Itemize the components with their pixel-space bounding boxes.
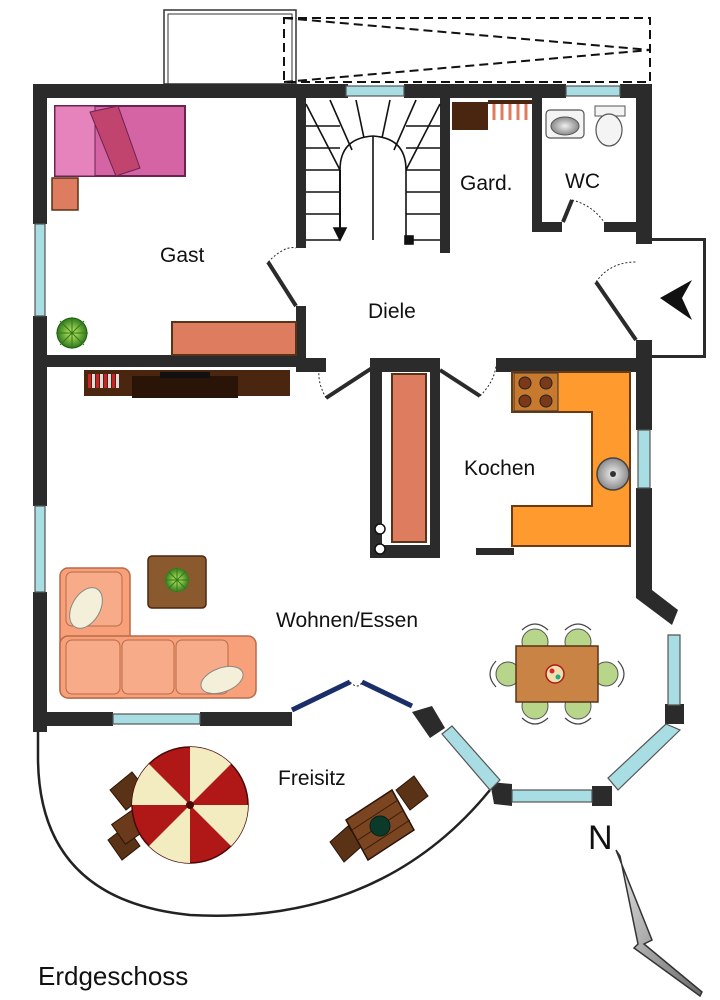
room-label-diele: Diele xyxy=(368,300,416,323)
terrace-outline xyxy=(36,722,491,917)
terrace-table-right xyxy=(329,775,429,863)
toilet xyxy=(594,105,626,147)
coffee-table xyxy=(147,555,207,609)
sofa xyxy=(59,567,257,699)
hall-fixtures xyxy=(374,523,386,555)
dining-set xyxy=(489,623,625,725)
room-label-freisitz: Freisitz xyxy=(278,767,346,790)
coat-rack xyxy=(452,100,532,130)
bed xyxy=(54,105,186,177)
room-label-kochen: Kochen xyxy=(464,457,535,480)
kitchen-sink-icon xyxy=(596,457,630,491)
nightstand xyxy=(51,177,79,211)
room-label-garderobe: Gard. xyxy=(460,172,513,195)
plant-gast xyxy=(56,317,88,349)
hall-cabinet xyxy=(391,373,427,543)
north-label: N xyxy=(588,819,613,857)
media-sideboard xyxy=(84,370,290,398)
floor-title: Erdgeschoss xyxy=(38,961,188,991)
room-label-gast: Gast xyxy=(160,244,205,267)
windows xyxy=(34,85,682,803)
parasol xyxy=(131,746,249,864)
gast-cabinet xyxy=(171,321,297,356)
north-arrow-icon xyxy=(615,849,703,998)
stove-icon xyxy=(513,372,559,412)
entrance-arrow-icon xyxy=(660,280,692,320)
walls xyxy=(33,84,706,806)
room-label-wohnen-essen: Wohnen/Essen xyxy=(276,609,418,632)
kitchen-counter xyxy=(511,371,631,547)
entrance-canopy xyxy=(163,9,651,85)
room-label-wc: WC xyxy=(565,170,600,193)
wc-washbasin xyxy=(545,109,585,139)
staircase xyxy=(305,99,441,245)
doors xyxy=(266,199,638,713)
